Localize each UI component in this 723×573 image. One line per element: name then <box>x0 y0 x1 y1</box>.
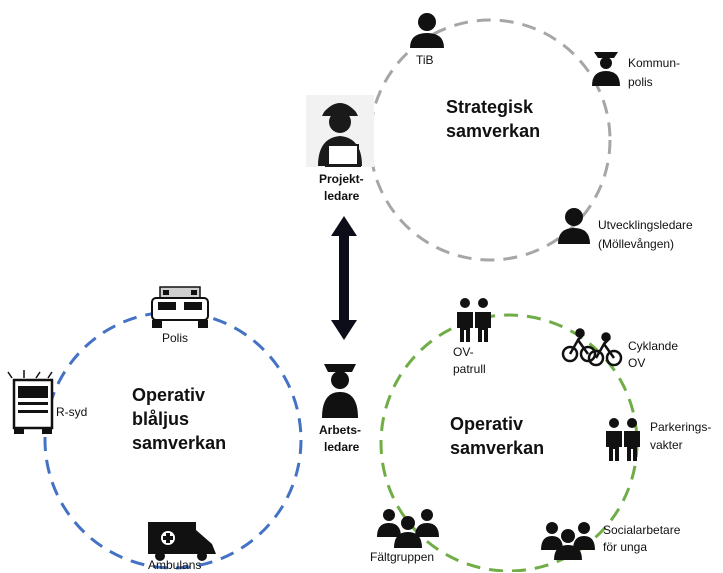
arbetsledare-police-icon <box>322 364 358 418</box>
utvecklingsledare-person-icon <box>558 208 590 244</box>
arbetsledare-label-line1: Arbets- <box>319 423 362 437</box>
fire-truck-icon <box>7 370 54 434</box>
blaljus-title-line1: Operativ <box>132 385 206 405</box>
parkeringsvakter-label-line2: vakter <box>650 438 683 452</box>
ov-patrull-label-line2: patrull <box>453 362 486 376</box>
strategic-title-line1: Strategisk <box>446 97 534 117</box>
cyklande-label-line1: Cyklande <box>628 339 679 353</box>
projektledare-label-line1: Projekt- <box>319 172 364 186</box>
strategic-title-line2: samverkan <box>446 121 541 141</box>
rsyd-label: R-syd <box>56 405 88 419</box>
ambulans-label: Ambulans <box>148 558 202 572</box>
kommunpolis-police-icon <box>592 52 620 86</box>
socialarbetare-group-icon <box>541 522 595 560</box>
double-arrow <box>331 216 357 340</box>
operative-title-line2: samverkan <box>450 438 545 458</box>
faltgruppen-group-icon <box>377 509 439 548</box>
polis-label: Polis <box>162 331 189 345</box>
parkeringsvakter-label-line1: Parkerings- <box>650 420 712 434</box>
projektledare-label-line2: ledare <box>324 189 360 203</box>
projektledare-icon <box>306 95 374 167</box>
police-car-icon <box>151 286 209 328</box>
cyklande-label-line2: OV <box>628 356 646 370</box>
arbetsledare-label-line2: ledare <box>324 440 360 454</box>
ov-patrull-icon <box>457 298 491 342</box>
kommunpolis-label-line1: Kommun- <box>628 56 681 70</box>
utvecklingsledare-label-line2: (Möllevången) <box>598 237 675 251</box>
faltgruppen-label: Fältgruppen <box>370 550 435 564</box>
socialarbetare-label-line2: för unga <box>603 540 648 554</box>
utvecklingsledare-label-line1: Utvecklingsledare <box>598 218 693 232</box>
ambulance-icon <box>148 522 216 561</box>
blaljus-title-line3: samverkan <box>132 433 227 453</box>
tib-label: TiB <box>416 53 434 67</box>
blaljus-title-line2: blåljus <box>132 409 190 429</box>
tib-person-icon <box>410 13 444 48</box>
cyclists-icon <box>561 328 623 367</box>
parkeringsvakter-icon <box>606 418 640 461</box>
socialarbetare-label-line1: Socialarbetare <box>603 523 681 537</box>
kommunpolis-label-line2: polis <box>628 75 653 89</box>
operative-title-line1: Operativ <box>450 414 524 434</box>
ov-patrull-label-line1: OV- <box>453 345 474 359</box>
